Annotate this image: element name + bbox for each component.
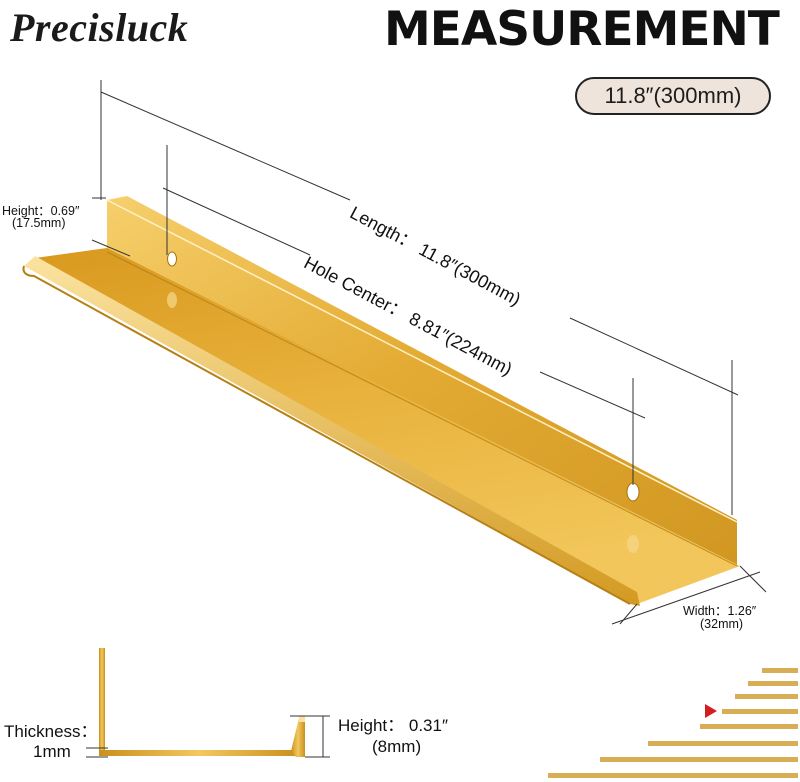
brand-logo: Precisluck (10, 5, 189, 50)
shelf-front-lip (24, 256, 640, 606)
thickness-label: Thickness： (4, 722, 98, 741)
width-label: Width：1.26″ (683, 604, 757, 618)
thickness-mm-label: 1mm (33, 742, 71, 761)
size-badge: 11.8″(300mm) (575, 77, 771, 115)
page-title: MEASUREMENT (384, 2, 780, 57)
top-height-label: Height：0.69″ (2, 204, 80, 218)
profile-section (86, 648, 330, 758)
stair-decoration (548, 668, 798, 778)
red-marker-arrow (705, 704, 717, 718)
lip-height-mm-label: (8mm) (372, 737, 422, 756)
width-mm-label: (32mm) (700, 617, 744, 631)
mounting-hole-right (626, 482, 640, 502)
mounting-hole-left (167, 251, 177, 267)
lip-height-label: Height： 0.31″ (338, 716, 448, 735)
shelf-base (35, 248, 740, 604)
top-height-mm-label: (17.5mm) (12, 216, 66, 230)
